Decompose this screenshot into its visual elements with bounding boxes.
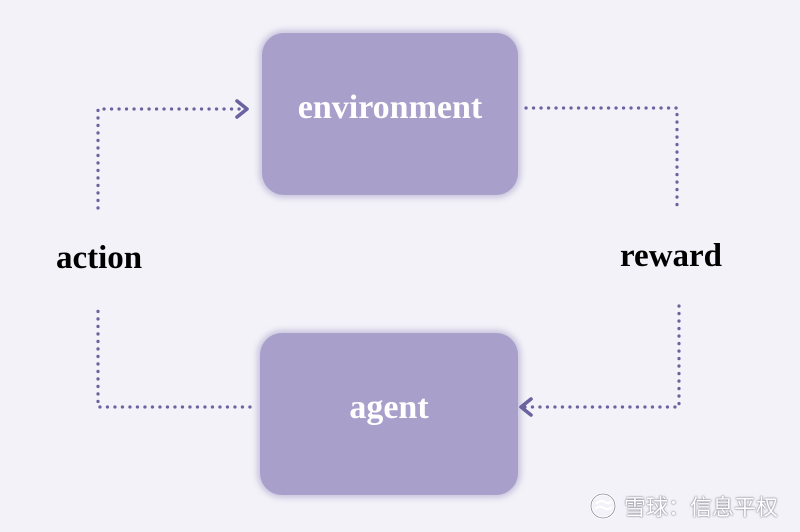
- action-arrowhead: [235, 99, 249, 119]
- environment-label: environment: [297, 89, 483, 126]
- environment-node: environment: [262, 33, 518, 195]
- watermark-text: 雪球：信息平权: [623, 496, 778, 521]
- action-arrow-lower: [96, 303, 252, 409]
- action-arrow-upper: [96, 107, 246, 210]
- reward-edge-label: reward: [620, 238, 723, 274]
- reward-arrowhead: [519, 397, 533, 417]
- action-edge-label: action: [56, 240, 143, 276]
- reward-arrow-upper: [524, 106, 679, 210]
- watermark: 雪球：信息平权: [588, 490, 778, 522]
- agent-node: agent: [260, 333, 518, 495]
- agent-label: agent: [349, 389, 429, 426]
- reward-arrow-lower: [522, 304, 681, 409]
- snowball-logo-icon: [589, 492, 617, 520]
